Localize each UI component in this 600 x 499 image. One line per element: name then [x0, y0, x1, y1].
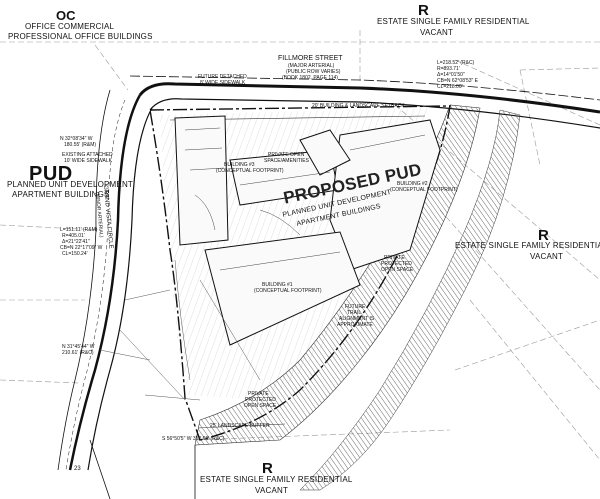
south-line-bearing: S 56°50'5" W 352.66' (R&C)	[162, 436, 225, 442]
fillmore-street	[129, 75, 600, 129]
building-2-label-1: BUILDING #2	[397, 181, 428, 187]
zone-oc-desc-1: OFFICE COMMERCIAL	[25, 22, 115, 31]
setback-south-label: 25' LANDSCAPE BUFFER	[210, 423, 270, 429]
open-space-3-label-3: OPEN SPACE	[244, 403, 277, 409]
zone-r-east-desc-2: VACANT	[530, 252, 564, 261]
zone-pud-desc-1: PLANNED UNIT DEVELOPMENT	[7, 180, 134, 189]
west-road	[57, 89, 153, 471]
sidewalk-existing-1: EXISTING ATTACHED	[62, 152, 113, 158]
curve-w-3: Δ=21°22'41"	[62, 239, 90, 245]
open-space-3-label-1: PRIVATE	[248, 391, 269, 397]
building-1-label-1: BUILDING #1	[262, 282, 293, 288]
zone-r-south-desc-1: ESTATE SINGLE FAMILY RESIDENTIAL	[200, 475, 353, 484]
building-interior-lines	[184, 127, 426, 271]
bearing-nw-1: N 32°08'34" W	[60, 136, 93, 142]
zone-r-east-desc-1: ESTATE SINGLE FAMILY RESIDENTIAL	[455, 241, 600, 250]
open-space-1-label-2: SPACE/AMENITIES	[264, 158, 309, 164]
curve-ne-4: CB=N 62°08'53" E	[437, 78, 479, 84]
open-space-2-label-1: PRIVATE	[384, 255, 405, 261]
south-lot-lines	[89, 439, 196, 499]
corner-number: 23	[74, 466, 81, 472]
street-desc-3: (BOOK 1802, PAGE 114)	[282, 75, 338, 81]
trail-label-3: ALIGNMENT IS	[339, 316, 375, 322]
bearing-sw-2: 210.61' (R&C)	[62, 350, 94, 356]
sidewalk-existing-2: 10' WIDE SIDEWALK	[64, 158, 113, 164]
curve-ne-3: Δ=14°01'50"	[437, 72, 465, 78]
open-space-2-label-3: OPEN SPACE	[381, 267, 414, 273]
street-desc-1: (MAJOR ARTERIAL)	[288, 63, 335, 69]
zone-r-north-desc-1: ESTATE SINGLE FAMILY RESIDENTIAL	[377, 17, 530, 26]
zone-oc-code: OC	[56, 8, 76, 23]
curve-w-5: CL=150.24'	[62, 251, 88, 257]
bearing-sw-1: N 31°45'44" W	[62, 344, 95, 350]
curve-w-2: R=405.01'	[62, 233, 85, 239]
zone-r-south-code: R	[262, 460, 273, 477]
curve-ne-1: L=218.52' (R&C)	[437, 60, 475, 66]
zone-r-north-code: R	[418, 2, 429, 19]
slope-hatch-outer	[299, 109, 521, 491]
setback-north-label: 20' BUILDING & LANDSCAPE SETBACK	[312, 103, 405, 109]
zone-r-south-desc-2: VACANT	[255, 486, 289, 495]
zone-pud-code: PUD	[29, 163, 73, 185]
building-3-label-2: (CONCEPTUAL FOOTPRINT)	[216, 168, 284, 174]
street-desc-2: (PUBLIC ROW VARIES)	[286, 69, 341, 75]
sidewalk-future-1: FUTURE DETACHED	[198, 74, 247, 80]
building-1-label-2: (CONCEPTUAL FOOTPRINT)	[254, 288, 322, 294]
curve-w-4: CB=N 22°17'09" W	[60, 245, 103, 251]
zone-pud-desc-2: APARTMENT BUILDINGS	[12, 190, 110, 199]
sidewalk-future-2: 8' WIDE SIDEWALK	[200, 80, 246, 86]
curve-ne-2: R=893.71'	[437, 66, 460, 72]
zone-r-east-code: R	[538, 227, 549, 244]
street-name: FILLMORE STREET	[278, 55, 343, 62]
building-3-label-1: BUILDING #3	[224, 162, 255, 168]
open-space-3-label-2: PROTECTED	[245, 397, 276, 403]
trail-label-4: APPROXIMATE	[337, 322, 373, 328]
zone-r-north-desc-2: VACANT	[420, 28, 454, 37]
building-2-label-2: (CONCEPTUAL FOOTPRINT)	[390, 187, 458, 193]
trail-label-2: TRAIL	[347, 310, 362, 316]
bearing-nw-2: 180.55' (R&M)	[64, 142, 97, 148]
site-detail-lines	[99, 259, 261, 401]
open-space-2-label-2: PROTECTED	[381, 261, 412, 267]
curve-w-1: L=151.11' (R&M)	[60, 227, 98, 233]
open-space-1-label-1: PRIVATE OPEN	[268, 152, 305, 158]
curve-ne-5: CL=218.00'	[437, 84, 463, 90]
zone-oc-desc-2: PROFESSIONAL OFFICE BUILDINGS	[8, 32, 153, 41]
trail-label-1: FUTURE	[345, 304, 366, 310]
